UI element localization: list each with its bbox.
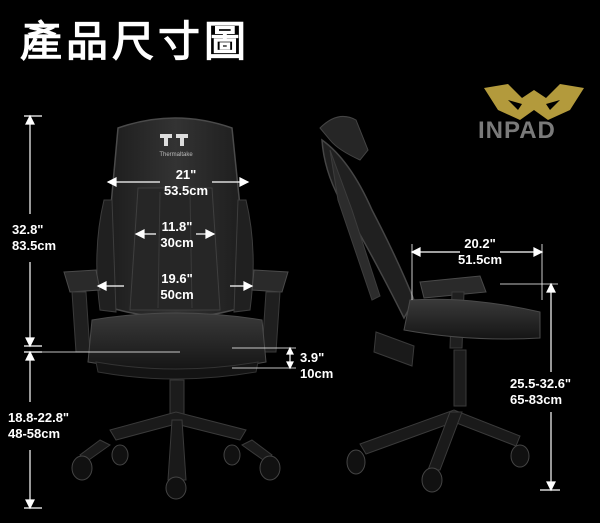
seat-thickness-label: 3.9" 10cm [300, 350, 334, 381]
arm-height-label: 25.5-32.6" 65-83cm [510, 376, 572, 407]
watermark-text: INPAD [478, 117, 556, 144]
seat-depth-label: 20.2" 51.5cm [458, 236, 503, 267]
front-chair [63, 117, 289, 500]
page-title: 產品尺寸圖 [20, 17, 251, 66]
back-height-label: 32.8" 83.5cm [12, 222, 57, 253]
chair-logo-text: Thermaltake [159, 152, 193, 158]
back-width-label: 11.8" 30cm [160, 219, 194, 250]
dimension-lines [24, 114, 560, 510]
lumbar-width-label: 19.6" 50cm [160, 271, 194, 302]
inpad-logo-icon [484, 84, 584, 120]
seat-height-label: 18.8-22.8" 48-58cm [8, 410, 70, 441]
side-chair [319, 115, 541, 493]
seat-width-label: 21" 53.5cm [163, 167, 209, 198]
